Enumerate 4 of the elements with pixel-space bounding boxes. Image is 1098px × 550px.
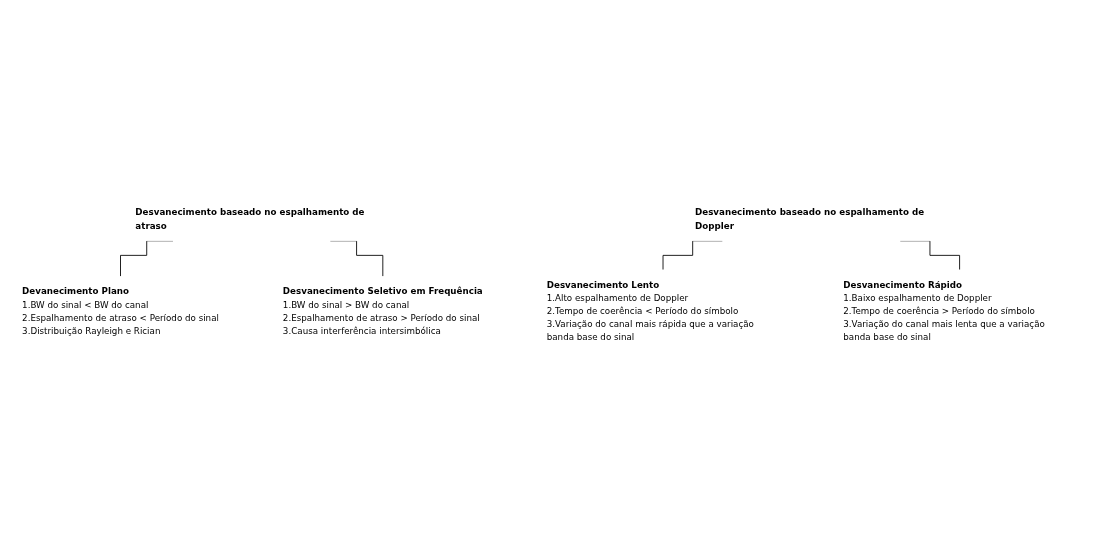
node-text: Desvanecimento Lento 1.Alto espalhamento de Doppler 2.Tempo de coerência < Período do símbolo 3.Variação do canal mais rápida que a variação banda base do sinal — [546, 279, 754, 343]
node-text: Desvanecimento Rápido 1.Baixo espalhamento de Doppler 2.Tempo de coerência > Período do símbolo 3.Variação do canal mais lenta que a variação banda base do sinal — [843, 279, 1045, 343]
node-text: Devanecimento Plano 1.BW do sinal < BW do canal 2.Espalhamento de atraso < Período do sinal 3.Distribuição Rayleigh e Rician — [22, 286, 219, 337]
node-text: Desvanecimento Seletivo em Frequência 1.BW do sinal > BW do canal 2.Espalhamento de atraso > Período do sinal 3.Causa interferência intersimbólica — [282, 286, 483, 337]
